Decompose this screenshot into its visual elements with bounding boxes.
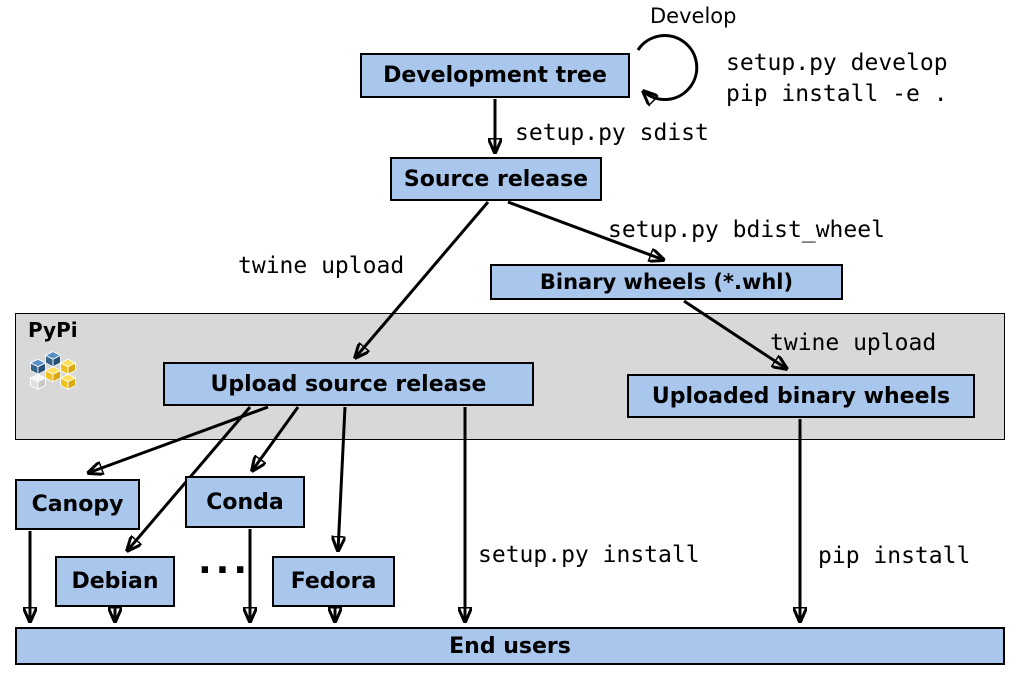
label-twine-upload-wheels: twine upload [770, 330, 937, 356]
label-setup-bdist-wheel: setup.py bdist_wheel [608, 217, 885, 243]
arrow-develop-loop [636, 34, 699, 100]
pypi-logo [29, 351, 77, 390]
label-twine-upload-source: twine upload [238, 253, 405, 279]
label-setup-sdist: setup.py sdist [515, 120, 709, 146]
label-setup-install: setup.py install [478, 542, 700, 568]
label-pip-install-editable: pip install -e . [726, 81, 948, 107]
node-binary-wheels: Binary wheels (*.whl) [490, 264, 843, 300]
node-development-tree: Development tree [360, 53, 630, 98]
pypi-region-label: PyPi [28, 318, 78, 342]
node-debian: Debian [55, 556, 175, 607]
node-upload-source-release: Upload source release [163, 362, 534, 406]
label-develop: Develop [650, 4, 737, 28]
label-ellipsis: ... [198, 541, 252, 582]
label-pip-install: pip install [818, 543, 971, 569]
label-setup-develop: setup.py develop [726, 50, 948, 76]
node-source-release: Source release [390, 157, 602, 201]
node-canopy: Canopy [15, 479, 140, 530]
node-end-users: End users [15, 627, 1005, 665]
node-uploaded-binary-wheels: Uploaded binary wheels [627, 374, 975, 418]
node-conda: Conda [185, 476, 305, 528]
node-fedora: Fedora [272, 556, 395, 607]
